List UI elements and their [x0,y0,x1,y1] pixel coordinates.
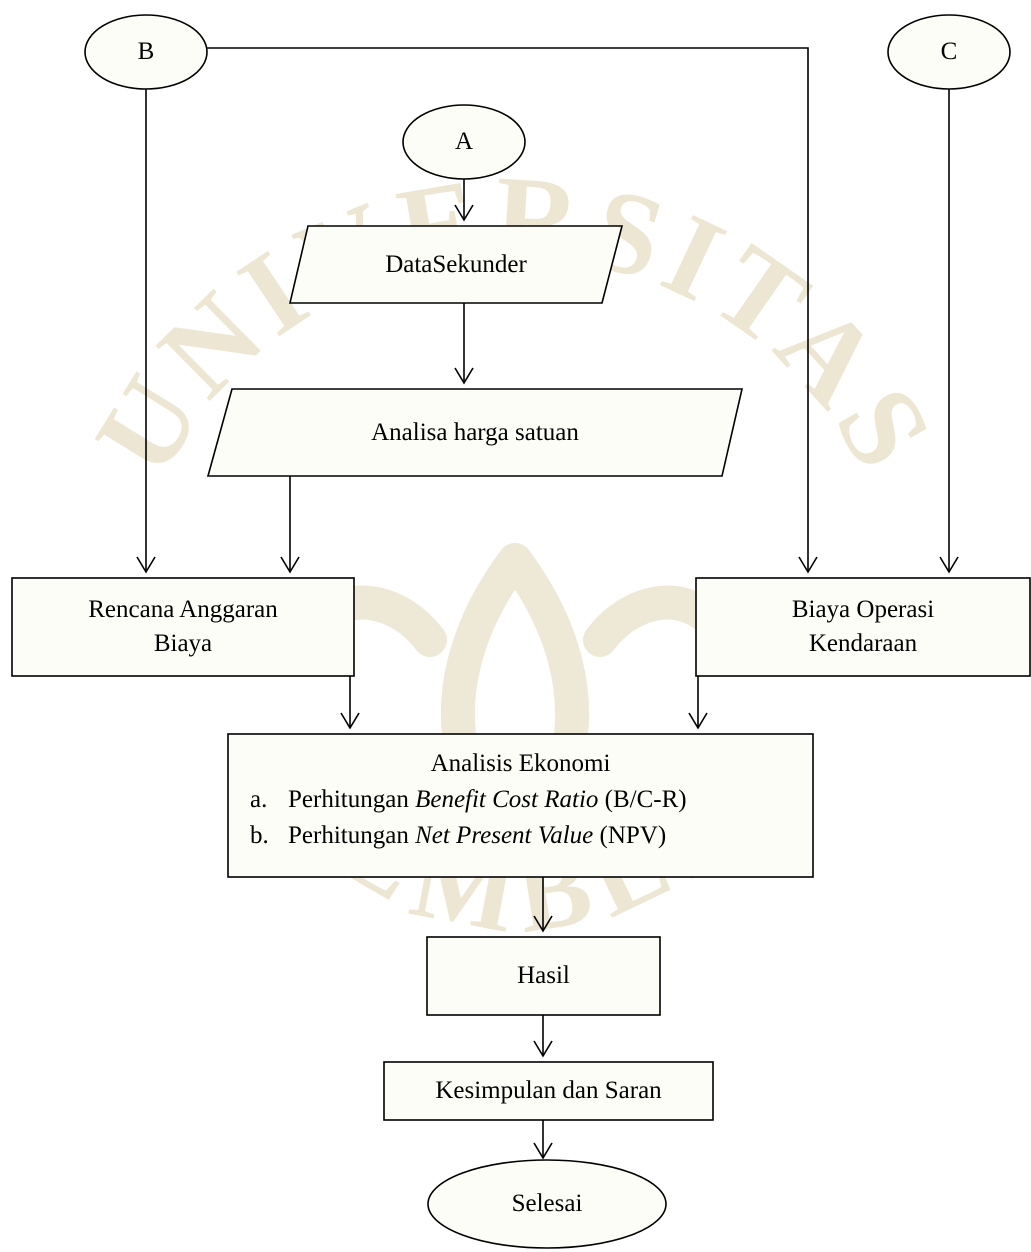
bok-label: Biaya Operasi Kendaraan [696,578,1030,676]
analisa-harga-label: Analisa harga satuan [371,418,579,446]
rab-shape [11,577,355,677]
item-b-term: Net Present Value [415,822,594,849]
connector-c-label: C [940,38,958,65]
rab-label-line2: Biaya [153,630,213,657]
bok-label-line2: Kendaraan [808,630,918,657]
selesai-shape [427,1159,667,1249]
rab-label-line1: Rencana Anggaran [88,596,278,623]
analisis-item-b: b. Perhitungan Net Present Value (NPV) [228,818,813,854]
connector-b-label: B [137,38,155,65]
item-a-term: Benefit Cost Ratio [415,786,599,813]
hasil-box-shape [426,936,661,1016]
analisis-ekonomi-shape [227,733,814,878]
data-sekunder-label: DataSekunder [385,250,527,278]
connector-a-label: A [454,128,474,155]
item-a-suffix: (B/C-R) [598,786,687,813]
item-a-number: a. [250,786,268,813]
selesai-label: Selesai [511,1190,583,1217]
bok-shape [695,577,1031,677]
analisis-ekonomi-label: Analisis Ekonomi a. Perhitungan Benefit C… [228,734,813,877]
item-b-prefix: Perhitungan [288,822,416,849]
analisa-harga-shape [206,388,744,477]
item-a-prefix: Perhitungan [288,786,416,813]
analisis-item-a: a. Perhitungan Benefit Cost Ratio (B/C-R) [228,782,813,818]
bok-label-line1: Biaya Operasi [791,596,935,623]
data-sekunder-shape [288,225,624,304]
kesimpulan-label: Kesimpulan dan Saran [435,1077,662,1104]
analisis-ekonomi-title: Analisis Ekonomi [430,750,611,777]
kesimpulan-shape [383,1061,714,1121]
hasil-label: Hasil [517,962,570,989]
item-b-suffix: (NPV) [593,822,667,849]
rab-label: Rencana Anggaran Biaya [12,578,354,676]
item-b-number: b. [250,822,269,849]
